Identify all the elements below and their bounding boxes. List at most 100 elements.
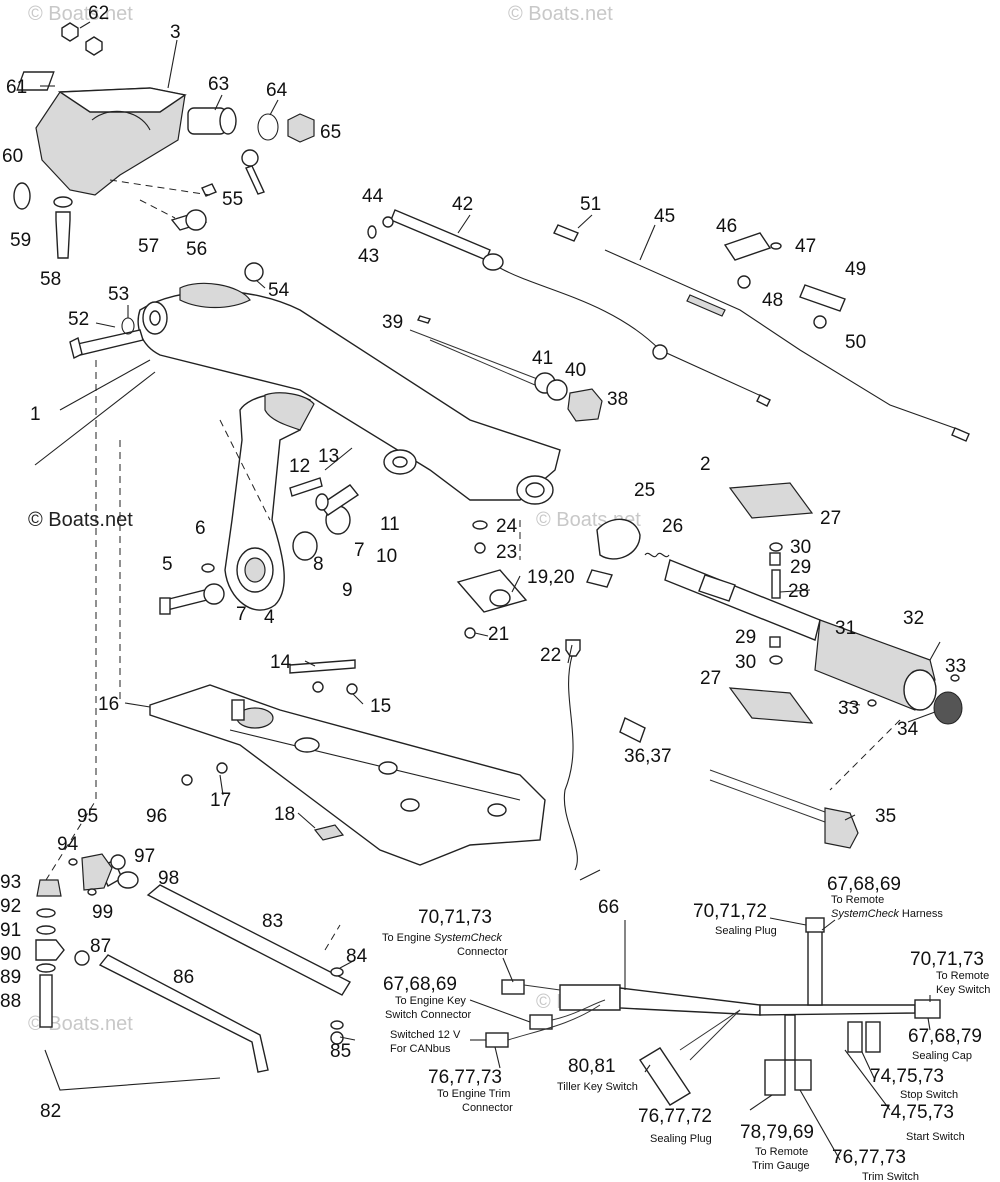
label-part-28: 28 [788, 581, 809, 602]
callout-remote-trim-gauge-line2: Trim Gauge [752, 1160, 810, 1172]
label-part-91: 91 [0, 920, 21, 941]
label-part-61: 61 [6, 77, 27, 98]
callout-70-71-73-remote-key: 70,71,73 [910, 949, 984, 970]
label-part-47: 47 [795, 236, 816, 257]
callout-engine-trim-line2: Connector [462, 1102, 513, 1114]
label-part-14: 14 [270, 652, 292, 673]
label-part-23: 23 [496, 542, 517, 563]
label-part-63: 63 [208, 74, 229, 95]
callout-74-75-73-start-switch: 74,75,73 [880, 1102, 954, 1123]
label-part-25: 25 [634, 480, 655, 501]
label-part-7b: 7 [236, 604, 247, 625]
label-part-33a: 33 [945, 656, 966, 677]
shift-lever-assembly [159, 392, 360, 615]
label-part-27b: 27 [700, 668, 721, 689]
steering-bracket-hardware [35, 360, 351, 1091]
label-part-2: 2 [700, 454, 711, 475]
watermark-top-left: © Boats.net [28, 3, 133, 25]
label-part-35: 35 [875, 806, 896, 827]
label-part-60: 60 [2, 146, 23, 167]
label-part-31: 31 [835, 618, 856, 639]
callout-70-71-72-sealing-plug: 70,71,72 [693, 901, 767, 922]
callout-remote-systemcheck-line1: To Remote [831, 894, 884, 906]
label-part-21: 21 [488, 624, 509, 645]
callout-76-77-73-trim-switch: 76,77,73 [832, 1147, 906, 1168]
callout-switched-12v-line2: For CANbus [390, 1043, 451, 1055]
callout-sealing-cap: Sealing Cap [912, 1050, 972, 1062]
label-part-64: 64 [266, 80, 288, 101]
label-part-11: 11 [380, 514, 400, 535]
label-part-94: 94 [57, 834, 79, 855]
label-part-95: 95 [77, 806, 98, 827]
label-part-52: 52 [68, 309, 89, 330]
label-part-92: 92 [0, 896, 21, 917]
watermark-top-right: © Boats.net [508, 3, 613, 25]
label-part-66: 66 [598, 897, 619, 918]
callout-remote-key-line2: Key Switch [936, 984, 990, 996]
label-part-39: 39 [382, 312, 403, 333]
label-part-9: 9 [342, 580, 353, 601]
callout-67-68-69-engine-key: 67,68,69 [383, 974, 457, 995]
callout-76-77-73-engine-trim: 76,77,73 [428, 1067, 502, 1088]
label-part-86: 86 [173, 967, 194, 988]
label-part-5: 5 [162, 554, 173, 575]
label-part-17: 17 [210, 790, 231, 811]
label-part-48: 48 [762, 290, 783, 311]
label-part-36-37: 36,37 [624, 746, 672, 767]
label-part-27a: 27 [820, 508, 841, 529]
callout-engine-systemcheck-line2: Connector [457, 946, 508, 958]
label-part-45: 45 [654, 206, 675, 227]
watermark-bottom-left: © Boats.net [28, 1013, 133, 1035]
label-part-90: 90 [0, 944, 21, 965]
label-part-41: 41 [532, 348, 553, 369]
label-part-84: 84 [346, 946, 368, 967]
twist-grip-assembly [456, 482, 963, 871]
label-part-89: 89 [0, 967, 21, 988]
label-part-40: 40 [565, 360, 586, 381]
label-part-22: 22 [540, 645, 561, 666]
label-part-13: 13 [318, 446, 339, 467]
leader-lines [34, 21, 941, 1111]
callout-67-68-69-remote-systemcheck: 67,68,69 [827, 874, 901, 895]
callout-remote-key-line1: To Remote [936, 970, 989, 982]
label-part-93: 93 [0, 872, 21, 893]
label-part-16: 16 [98, 694, 119, 715]
callout-engine-trim-line1: To Engine Trim [437, 1088, 510, 1100]
tiller-arm [59, 262, 561, 505]
label-part-30b: 30 [735, 652, 756, 673]
label-part-8: 8 [313, 554, 324, 575]
label-part-15: 15 [370, 696, 391, 717]
label-part-53: 53 [108, 284, 129, 305]
label-part-6: 6 [195, 518, 206, 539]
throttle-cables [367, 209, 970, 442]
label-part-56: 56 [186, 239, 207, 260]
label-part-97: 97 [134, 846, 155, 867]
label-part-1: 1 [30, 404, 41, 425]
label-part-46: 46 [716, 216, 737, 237]
label-part-38: 38 [607, 389, 628, 410]
callout-engine-key-line1: To Engine Key [395, 995, 466, 1007]
callout-switched-12v-line1: Switched 12 V [390, 1029, 461, 1041]
harness-callouts: 70,71,73 To Engine SystemCheck Connector… [382, 874, 990, 1182]
label-part-19-20: 19,20 [527, 567, 575, 588]
label-part-83: 83 [262, 911, 283, 932]
callout-70-71-73-engine-systemcheck: 70,71,73 [418, 907, 492, 928]
label-part-33b: 33 [838, 698, 859, 719]
tiller-base-plate [149, 659, 546, 866]
callout-remote-systemcheck-line2: SystemCheck Harness [831, 908, 943, 920]
callout-tiller-key-switch: Tiller Key Switch [557, 1081, 638, 1093]
label-part-43: 43 [358, 246, 379, 267]
callout-74-75-73-stop-switch: 74,75,73 [870, 1066, 944, 1087]
label-part-85: 85 [330, 1041, 351, 1062]
label-part-59: 59 [10, 230, 31, 251]
label-part-29b: 29 [735, 627, 756, 648]
callout-trim-switch: Trim Switch [862, 1171, 919, 1182]
label-part-58: 58 [40, 269, 61, 290]
callout-sealing-plug-lower: Sealing Plug [650, 1133, 712, 1145]
label-part-51: 51 [580, 194, 601, 215]
label-part-18: 18 [274, 804, 295, 825]
label-part-99: 99 [92, 902, 113, 923]
watermark-mid-left: © Boats.net [28, 509, 133, 531]
label-part-30a: 30 [790, 537, 811, 558]
